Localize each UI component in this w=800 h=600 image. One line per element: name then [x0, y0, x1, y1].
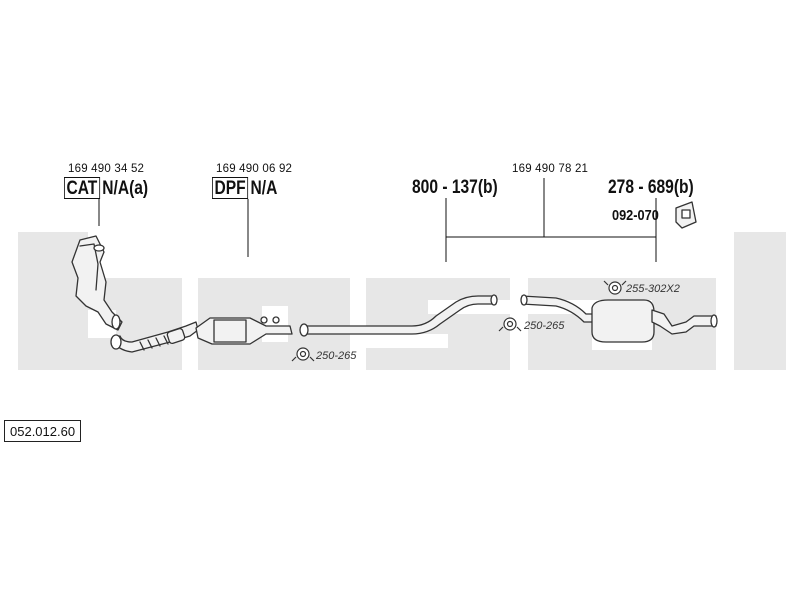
- rear-silencer-code[interactable]: 278 - 689(b): [608, 177, 694, 198]
- clamp-icon[interactable]: [498, 317, 522, 332]
- mount-code[interactable]: 092-070: [612, 207, 659, 224]
- dpf-part[interactable]: [195, 316, 293, 345]
- middle-pipe-code[interactable]: 800 - 137(b): [412, 177, 498, 198]
- cat-label: CAT: [64, 177, 100, 199]
- watermark-logo: [18, 232, 786, 370]
- front-pipe-part[interactable]: [110, 321, 199, 353]
- clamp-code-2[interactable]: 250-265: [524, 320, 565, 332]
- cat-value: N/A(a): [102, 178, 149, 199]
- clamp-code-1[interactable]: 250-265: [316, 350, 357, 362]
- leader-lines: [98, 178, 657, 262]
- middle-pipe-part[interactable]: [299, 294, 498, 337]
- watermark-letter-l: [734, 232, 786, 370]
- rear-group-oem-number: 169 490 78 21: [512, 163, 589, 175]
- dpf-label: DPF: [212, 177, 249, 199]
- watermark-letter-o: [198, 278, 350, 370]
- clamp-icon[interactable]: [291, 347, 315, 362]
- rubber-mount-icon[interactable]: [675, 201, 697, 229]
- reference-number: 052.012.60: [4, 420, 82, 442]
- dpf-oem-number: 169 490 06 92: [216, 163, 293, 175]
- clamp-icon[interactable]: [603, 280, 627, 295]
- dpf-value: N/A: [250, 178, 278, 199]
- rear-silencer-part[interactable]: [520, 294, 718, 343]
- cat-oem-number: 169 490 34 52: [68, 163, 145, 175]
- catalytic-converter-part[interactable]: [71, 235, 123, 331]
- clamp-code-3[interactable]: 255-302X2: [626, 283, 680, 295]
